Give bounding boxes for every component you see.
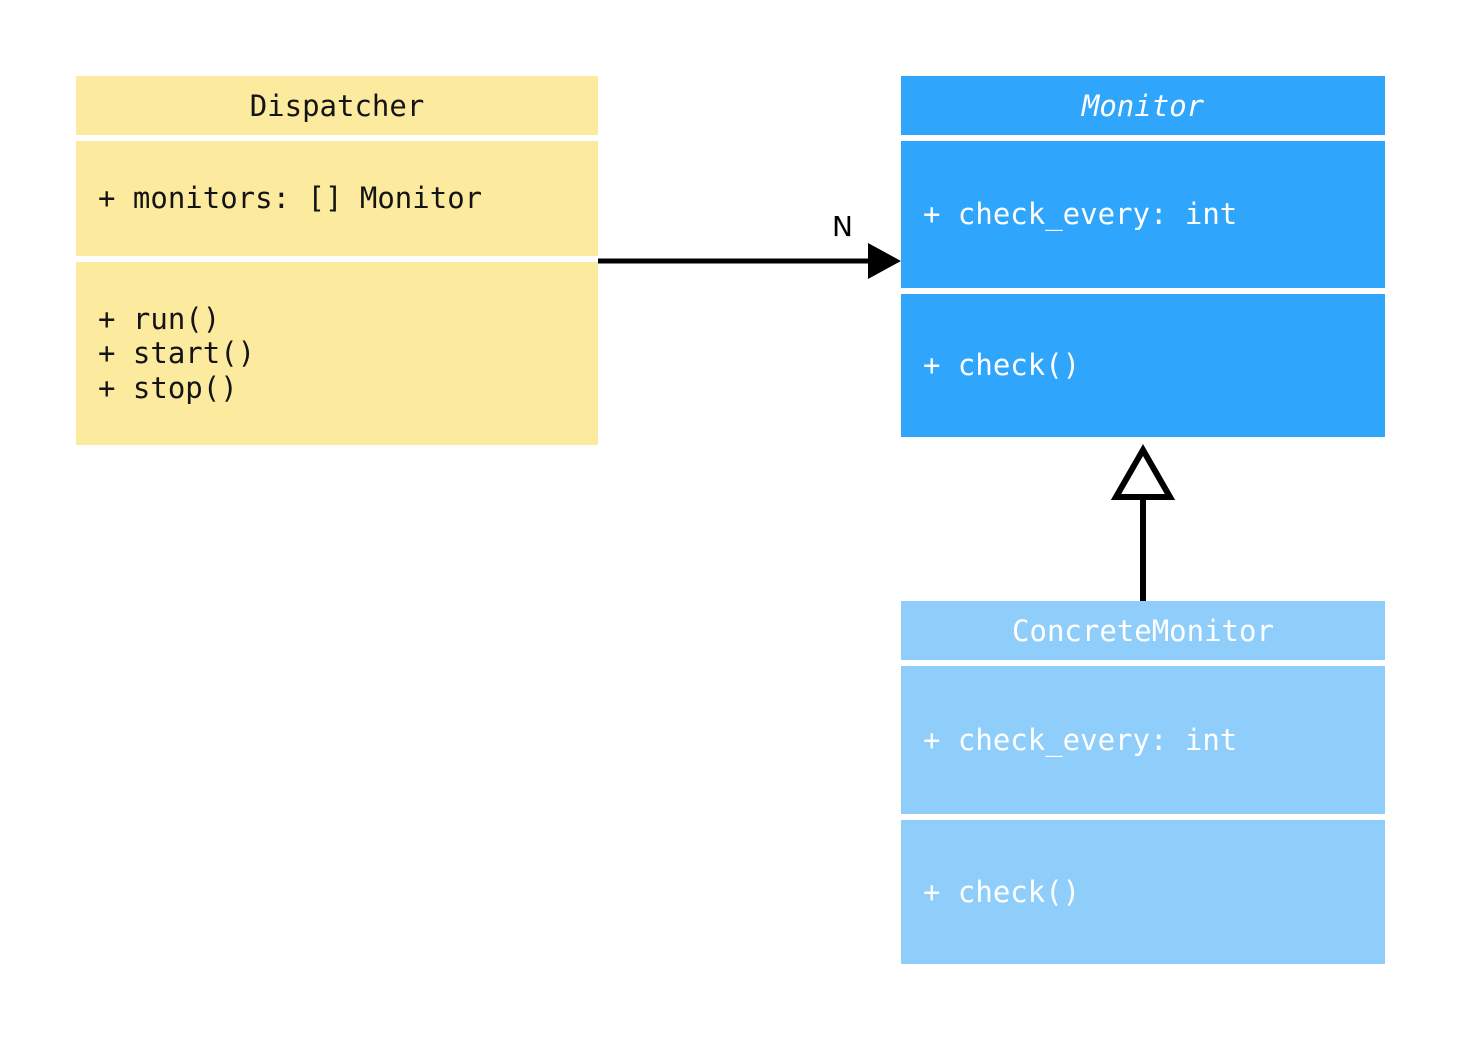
methods-compartment-concrete-monitor: + check() — [901, 820, 1385, 964]
class-title-dispatcher: Dispatcher — [76, 76, 598, 135]
attributes-compartment-monitor: + check_every: int — [901, 141, 1385, 288]
methods-compartment-dispatcher: + run() + start() + stop() — [76, 262, 598, 445]
association-arrowhead-icon — [868, 243, 901, 279]
method-item: + check() — [923, 874, 1081, 909]
edge-generalization-concrete-monitor-monitor — [1110, 443, 1176, 601]
class-box-dispatcher[interactable]: Dispatcher + monitors: [] Monitor + run(… — [76, 76, 598, 445]
method-item: + start() — [98, 336, 256, 371]
attribute-item: + monitors: [] Monitor — [98, 181, 483, 216]
method-item: + stop() — [98, 370, 238, 405]
class-box-monitor[interactable]: Monitor + check_every: int + check() — [901, 76, 1385, 443]
class-title-concrete-monitor: ConcreteMonitor — [901, 601, 1385, 660]
attributes-compartment-concrete-monitor: + check_every: int — [901, 666, 1385, 814]
attribute-item: + check_every: int — [923, 197, 1238, 232]
class-box-concrete-monitor[interactable]: ConcreteMonitor + check_every: int + che… — [901, 601, 1385, 970]
attribute-item: + check_every: int — [923, 722, 1238, 757]
class-title-monitor: Monitor — [901, 76, 1385, 135]
association-multiplicity-label: N — [832, 210, 853, 243]
method-item: + check() — [923, 348, 1081, 383]
generalization-arrowhead-icon — [1110, 443, 1176, 500]
methods-compartment-monitor: + check() — [901, 294, 1385, 437]
attributes-compartment-dispatcher: + monitors: [] Monitor — [76, 141, 598, 256]
method-item: + run() — [98, 302, 221, 337]
edge-association-dispatcher-monitor — [598, 243, 901, 279]
